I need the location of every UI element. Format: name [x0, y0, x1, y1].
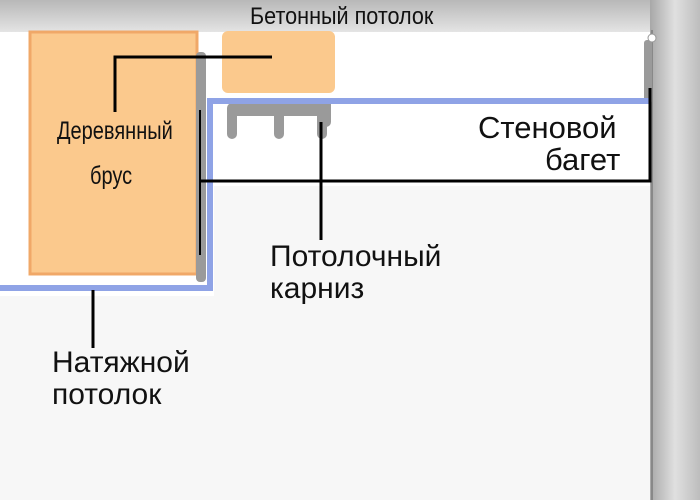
concrete-ceiling-strip [0, 0, 650, 32]
label-stretch-ceiling-line1: Натяжной [52, 346, 190, 379]
label-ceiling-cornice-line2: карниз [270, 272, 365, 305]
label-wooden-beam-line1: Деревянный [57, 117, 173, 145]
leader-concrete-to-beam [113, 55, 272, 112]
wooden-block-small [222, 31, 335, 93]
leader-wall-baguette [200, 88, 652, 183]
label-wall-baguette-line1: Стеновой [478, 110, 617, 145]
room-lower-area [0, 296, 650, 500]
label-wooden-beam-line2: брус [90, 162, 133, 190]
wall-block [650, 0, 700, 500]
label-ceiling-cornice-line1: Потолочный [270, 240, 442, 273]
label-concrete-ceiling: Бетонный потолок [250, 3, 434, 30]
label-wall-baguette-line2: багет [545, 142, 621, 177]
stretch-ceiling-film [0, 98, 650, 291]
room-right-area [214, 186, 650, 296]
label-stretch-ceiling-line2: потолок [52, 378, 162, 411]
wall-fixing-dot [647, 33, 657, 43]
ceiling-cornice-bar [230, 104, 328, 116]
